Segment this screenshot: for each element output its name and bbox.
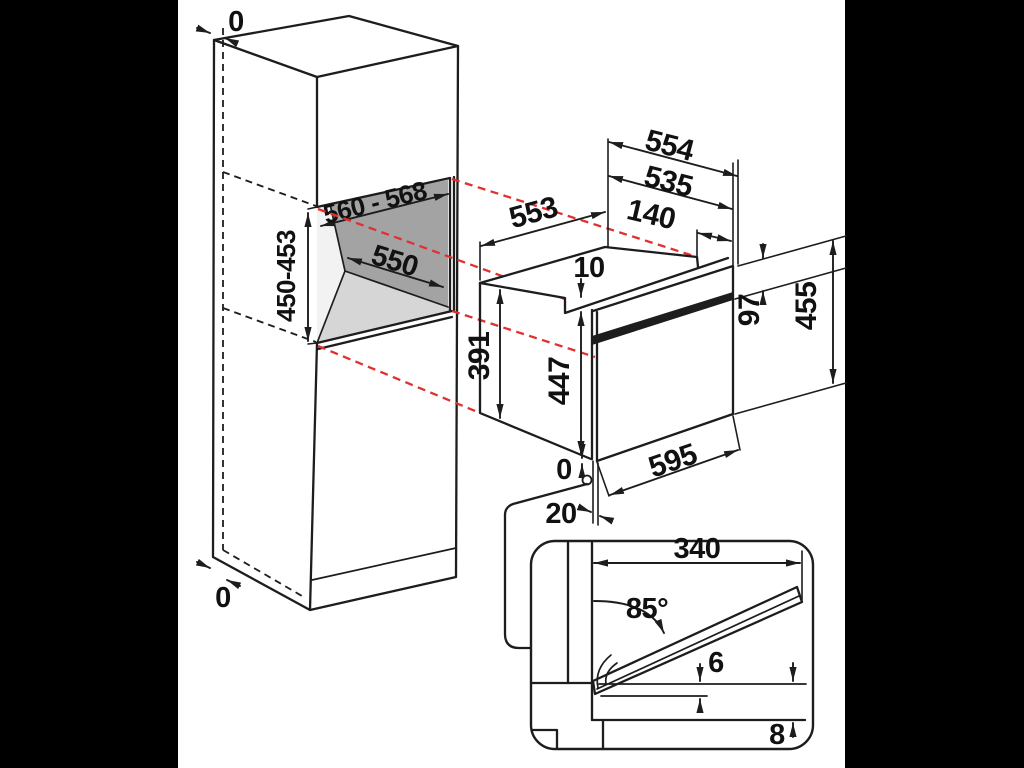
detail-open-door	[591, 585, 804, 696]
protrusion-arrow-left	[576, 503, 592, 513]
depth-body-dimline	[608, 175, 733, 210]
dim-oven-control-height: 97	[733, 294, 766, 326]
oven-door-band	[592, 292, 733, 345]
niche-inner-edges	[316, 203, 449, 344]
dim-oven-bottom-gap: 0	[556, 454, 572, 486]
body-depth-dimline	[480, 211, 606, 247]
front-height-extlines	[734, 235, 847, 415]
dim-cabinet-top-gap: 0	[228, 6, 244, 38]
dim-cabinet-bottom-gap: 0	[215, 582, 231, 614]
detail-door-inner-line	[596, 595, 800, 690]
oven-left-bottom-edges	[478, 281, 593, 461]
dim-detail-door-depth: 340	[674, 533, 721, 565]
bottom-gap-arrow-left	[195, 558, 211, 569]
dim-oven-body-height: 391	[463, 332, 496, 381]
niche-width-dimline	[320, 193, 449, 227]
width-dimline	[609, 449, 739, 496]
detail-angle-arc	[593, 600, 665, 634]
top-gap-arrow-right	[224, 37, 240, 48]
hidden-niche-top-trace	[222, 171, 317, 207]
niche-height-extlines	[307, 206, 318, 345]
dim-detail-plinth-clearance: 8	[769, 719, 785, 751]
rear-clearance-dimline	[697, 232, 732, 242]
oven-fascia-outline	[591, 264, 735, 463]
cabinet-column: 0 0 560 - 568 450-453 550	[195, 6, 460, 614]
niche-right-edge	[448, 175, 456, 313]
plinth-recess-line	[311, 547, 457, 581]
hidden-bottom-edge	[222, 549, 303, 597]
projection-bottom-right	[451, 309, 596, 359]
letterbox-right	[845, 0, 1024, 768]
detail-base-notch	[530, 728, 559, 750]
bottom-gap-arrow-right	[226, 579, 242, 590]
cabinet-corner-edge-lower	[308, 341, 319, 612]
protrusion-arrow-right	[599, 515, 615, 525]
dim-niche-height: 450-453	[271, 230, 301, 322]
niche-left-wall	[317, 203, 345, 343]
depth-overall-dimline	[608, 141, 738, 177]
top-gap-arrow-left	[195, 24, 211, 34]
projection-bottom-left	[317, 344, 481, 415]
oven-top-front-step-edge	[478, 256, 730, 315]
niche-sill-edges	[315, 309, 454, 351]
dim-oven-front-height: 455	[790, 282, 823, 331]
oven-top-face	[480, 247, 698, 313]
dim-oven-door-height: 447	[543, 357, 576, 406]
detail-door-hinge	[596, 654, 618, 689]
niche-floor	[317, 271, 452, 343]
dim-detail-door-clearance: 6	[708, 647, 724, 679]
oven-top-back-edges	[478, 245, 700, 285]
protrusion-extlines	[592, 460, 599, 526]
dim-oven-top-step: 10	[573, 252, 604, 284]
niche-depth-dimline	[347, 257, 444, 288]
hidden-niche-floor-trace	[222, 307, 317, 343]
door-detail-view: 340 85° 6 8	[503, 482, 815, 751]
dim-oven-protrusion: 20	[545, 498, 576, 530]
letterbox-left	[0, 0, 178, 768]
depth-extension-lines	[607, 138, 739, 266]
width-extlines	[596, 415, 741, 497]
detail-leader-line	[503, 482, 589, 650]
dim-detail-door-angle: 85°	[626, 593, 668, 625]
